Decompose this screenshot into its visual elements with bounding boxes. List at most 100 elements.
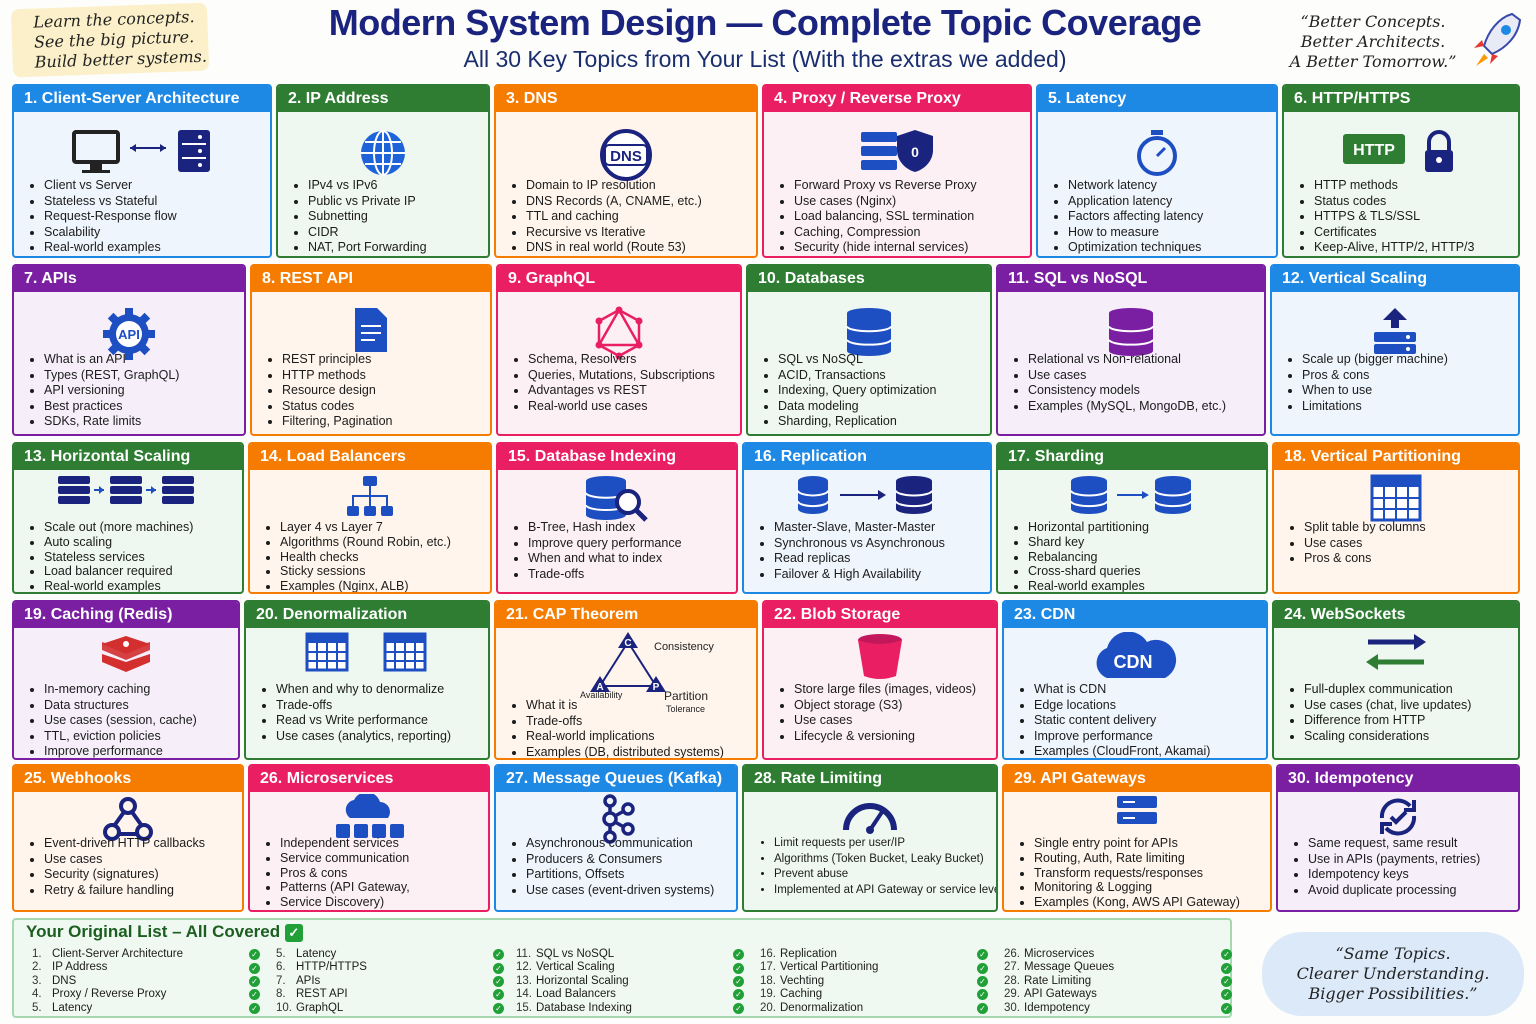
subtopic-item: B-Tree, Hash index xyxy=(528,520,732,536)
topic-card: 12. Vertical ScalingScale up (bigger mac… xyxy=(1270,264,1520,436)
coverage-number: 29. xyxy=(1004,988,1020,1001)
cap-c: C xyxy=(624,638,631,649)
subtopic-item: DNS Records (A, CNAME, etc.) xyxy=(526,194,752,210)
subtopic-item: Event-driven HTTP callbacks xyxy=(44,836,238,852)
subtopic-item: Use cases (analytics, reporting) xyxy=(276,729,484,745)
subtopic-item: Use cases (chat, live updates) xyxy=(1304,698,1514,714)
subtopic-item: Security (signatures) xyxy=(44,867,238,883)
subtopic-item: Data structures xyxy=(44,698,234,714)
topic-card-title: 10. Databases xyxy=(748,266,990,292)
stopwatch-icon xyxy=(1038,128,1276,178)
topic-card: 1. Client-Server ArchitectureClient vs S… xyxy=(12,84,272,258)
check-icon: ✓ xyxy=(249,975,260,987)
coverage-item: 16.Replication✓ xyxy=(760,948,988,961)
subtopic-item: When and what to index xyxy=(528,551,732,567)
subtopic-item: When and why to denormalize xyxy=(276,682,484,698)
subtopic-item: Use cases xyxy=(794,713,992,729)
subtopic-item: Recursive vs Iterative xyxy=(526,225,752,241)
topic-card-title: 28. Rate Limiting xyxy=(744,766,996,792)
coverage-item: 29.API Gateways✓ xyxy=(1004,988,1232,1001)
subtopic-item: Examples (Nginx, ALB) xyxy=(280,579,486,592)
coverage-item: 7.APIs✓ xyxy=(276,975,504,988)
subtopic-item: Load balancer required xyxy=(44,564,238,579)
subtopic-item: Producers & Consumers xyxy=(526,852,732,868)
check-icon: ✓ xyxy=(977,989,988,1001)
subtopic-item: TTL and caching xyxy=(526,209,752,225)
subtopic-item: Prevent abuse xyxy=(774,867,992,883)
coverage-number: 13. xyxy=(516,974,532,987)
gateway-icon xyxy=(1004,794,1270,826)
subtopic-item: Split table by columns xyxy=(1304,520,1514,536)
speedometer-icon xyxy=(744,794,996,834)
coverage-label: Denormalization xyxy=(780,1001,864,1014)
coverage-item: 10.GraphQL✓ xyxy=(276,1002,504,1015)
subtopic-item: Security (hide internal services) xyxy=(794,240,1026,256)
subtopic-item: Service communication xyxy=(280,851,484,866)
subtopic-item: IPv4 vs IPv6 xyxy=(308,178,484,194)
check-icon: ✓ xyxy=(977,975,988,987)
coverage-item: 13.Horizontal Scaling✓ xyxy=(516,975,744,988)
coverage-label: Latency xyxy=(52,1001,93,1014)
topic-card-title: 11. SQL vs NoSQL xyxy=(998,266,1264,292)
check-icon: ✓ xyxy=(1221,962,1232,974)
topic-card: 2. IP AddressIPv4 vs IPv6Public vs Priva… xyxy=(276,84,490,258)
subtopic-item: When to use xyxy=(1302,383,1514,399)
subtopic-item: API versioning xyxy=(44,383,240,399)
subtopic-item: Network latency xyxy=(1068,178,1272,194)
topic-card-title: 29. API Gateways xyxy=(1004,766,1270,792)
coverage-number: 11. xyxy=(516,948,532,960)
coverage-title: Your Original List – All Covered ✓ xyxy=(26,922,303,942)
subtopic-item: Health checks xyxy=(280,550,486,565)
topic-subtopics: SQL vs NoSQLACID, TransactionsIndexing, … xyxy=(748,352,990,430)
check-icon: ✓ xyxy=(493,962,504,974)
subtopic-item: Real-world implications xyxy=(526,729,752,745)
subtopic-item: Edge locations xyxy=(1034,698,1262,714)
subtopic-item: Rebalancing xyxy=(1028,550,1262,565)
topic-card-title: 8. REST API xyxy=(252,266,490,292)
topic-card: 30. IdempotencySame request, same result… xyxy=(1276,764,1520,912)
check-icon: ✓ xyxy=(493,1002,504,1014)
topic-card-title: 12. Vertical Scaling xyxy=(1272,266,1518,292)
topic-card-title: 2. IP Address xyxy=(278,86,488,112)
subtopic-item: Shard key xyxy=(1028,535,1262,550)
coverage-column: 5.Latency✓6.HTTP/HTTPS✓7.APIs✓8.REST API… xyxy=(276,948,504,1015)
coverage-item: 18.Vechting✓ xyxy=(760,975,988,988)
servers-chain-icon xyxy=(14,474,242,508)
check-icon: ✓ xyxy=(733,1002,744,1014)
subtopic-item: CIDR xyxy=(308,225,484,241)
subtopic-item: Scale out (more machines) xyxy=(44,520,238,535)
topic-card: 8. REST APIREST principlesHTTP methodsRe… xyxy=(250,264,492,436)
topic-card: 16. ReplicationMaster-Slave, Master-Mast… xyxy=(742,442,992,594)
note-line: A Better Tomorrow.” xyxy=(1289,52,1457,71)
subtopic-item: HTTP methods xyxy=(282,368,486,384)
cap-partition: Partition xyxy=(664,689,708,703)
subtopic-item: Status codes xyxy=(1314,194,1514,210)
subtopic-item: Store large files (images, videos) xyxy=(794,682,992,698)
subtopic-item: Scale up (bigger machine) xyxy=(1302,352,1514,368)
topic-card-title: 1. Client-Server Architecture xyxy=(14,86,270,112)
topic-card-title: 3. DNS xyxy=(496,86,756,112)
coverage-item: 20.Denormalization✓ xyxy=(760,1002,988,1015)
coverage-number: 5. xyxy=(276,948,286,960)
subtopic-item: Layer 4 vs Layer 7 xyxy=(280,520,486,535)
topic-card: 22. Blob StorageStore large files (image… xyxy=(762,600,998,760)
subtopic-item: Use cases (Nginx) xyxy=(794,194,1026,210)
topic-card-title: 27. Message Queues (Kafka) xyxy=(496,766,736,792)
webhook-icon xyxy=(14,794,242,842)
topic-card-title: 6. HTTP/HTTPS xyxy=(1284,86,1518,112)
cap-a: A xyxy=(596,682,603,693)
topic-subtopics: Master-Slave, Master-MasterSynchronous v… xyxy=(744,520,990,582)
check-icon: ✓ xyxy=(493,975,504,987)
check-icon: ✓ xyxy=(733,989,744,1001)
coverage-number: 17. xyxy=(760,961,776,974)
topic-subtopics: Independent servicesService communicatio… xyxy=(250,836,488,910)
subtopic-item: Avoid duplicate processing xyxy=(1308,883,1514,899)
database-search-icon xyxy=(498,474,736,524)
subtopic-item: Queries, Mutations, Subscriptions xyxy=(528,368,736,384)
rocket-icon xyxy=(1474,12,1522,66)
document-icon xyxy=(252,306,490,354)
topic-subtopics: Event-driven HTTP callbacksUse casesSecu… xyxy=(14,836,242,898)
subtopic-item: Application latency xyxy=(1068,194,1272,210)
topic-card-title: 26. Microservices xyxy=(250,766,488,792)
cap-availability: Availability xyxy=(580,690,623,700)
